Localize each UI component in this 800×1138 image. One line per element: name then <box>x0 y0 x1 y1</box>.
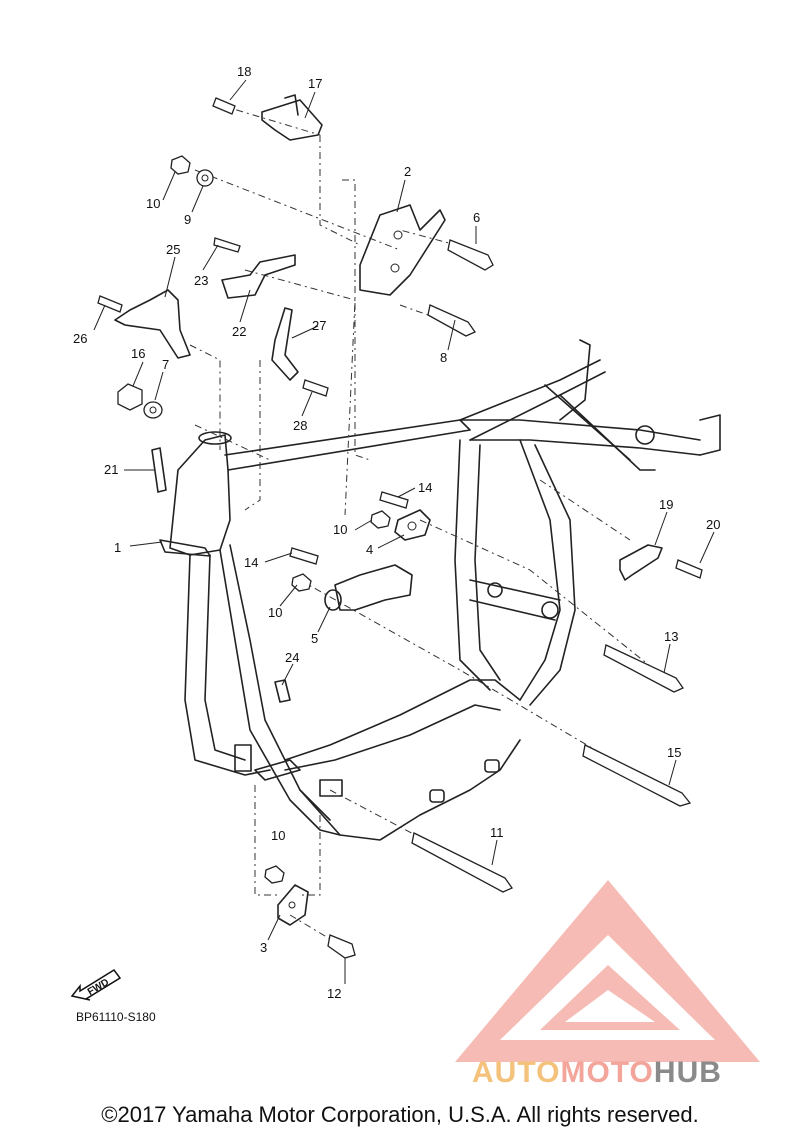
callout-14-a: 14 <box>418 480 432 495</box>
part-21-band <box>151 447 167 493</box>
part-28-bolt <box>302 379 329 397</box>
main-frame <box>159 339 721 841</box>
part-19-clip <box>619 544 663 581</box>
part-12-bolt <box>327 934 356 959</box>
part-10-nut-mid <box>370 510 391 529</box>
callout-3: 3 <box>260 940 267 955</box>
diagram-reference: BP61110-S180 <box>76 1010 156 1024</box>
part-17-bracket <box>261 94 323 141</box>
callout-23: 23 <box>194 273 208 288</box>
watermark-auto: AUTO <box>472 1056 561 1089</box>
callout-8: 8 <box>440 350 447 365</box>
forward-arrow-icon: FWD <box>70 969 122 1001</box>
callout-leaders <box>93 79 715 984</box>
callout-7: 7 <box>162 357 169 372</box>
callout-16: 16 <box>131 346 145 361</box>
callout-15: 15 <box>667 745 681 760</box>
watermark-moto: MOTO <box>560 1056 654 1089</box>
part-23-bolt <box>213 237 241 253</box>
callout-21: 21 <box>104 462 118 477</box>
part-27-stay <box>271 307 299 381</box>
watermark-hub: HUB <box>653 1056 722 1089</box>
callout-10-b: 10 <box>333 522 347 537</box>
part-24-band <box>274 679 291 703</box>
part-9-washer <box>196 169 214 187</box>
part-14-bolt-b <box>289 547 319 565</box>
copyright-notice: ©2017 Yamaha Motor Corporation, U.S.A. A… <box>101 1102 699 1127</box>
callout-19: 19 <box>659 497 673 512</box>
fwd-label: FWD <box>86 977 111 998</box>
callout-4: 4 <box>366 542 373 557</box>
part-15-bolt <box>582 744 692 807</box>
callout-2: 2 <box>404 164 411 179</box>
part-18-bolt <box>212 97 236 115</box>
callout-5: 5 <box>311 631 318 646</box>
callout-6: 6 <box>473 210 480 225</box>
callout-12: 12 <box>327 986 341 1001</box>
callout-9: 9 <box>184 212 191 227</box>
part-11-bolt <box>411 832 513 893</box>
callout-28: 28 <box>293 418 307 433</box>
callout-27: 27 <box>312 318 326 333</box>
leader-lines <box>189 104 681 946</box>
part-13-bolt <box>603 644 684 693</box>
part-4-plate <box>394 509 431 541</box>
part-22-bracket <box>221 254 296 299</box>
callout-10-c: 10 <box>268 605 282 620</box>
callout-24: 24 <box>285 650 299 665</box>
callout-25: 25 <box>166 242 180 257</box>
callout-18: 18 <box>237 64 251 79</box>
callout-22: 22 <box>232 324 246 339</box>
callout-26: 26 <box>73 331 87 346</box>
part-7-nut <box>143 401 163 419</box>
callout-11: 11 <box>490 825 504 840</box>
watermark-logo <box>455 880 760 1062</box>
watermark-text: AUTOMOTOHUB <box>472 1056 722 1090</box>
part-10-nut-top <box>170 155 191 175</box>
callout-13: 13 <box>664 629 678 644</box>
part-6-bolt <box>447 239 494 271</box>
part-20-bolt <box>675 559 703 579</box>
part-10-nut-bottom <box>264 865 285 884</box>
part-10-nut-low <box>291 573 312 592</box>
callout-20: 20 <box>706 517 720 532</box>
callout-10-a: 10 <box>146 196 160 211</box>
callout-1: 1 <box>114 540 121 555</box>
callout-14-b: 14 <box>244 555 258 570</box>
part-25-bracket <box>114 289 191 359</box>
part-14-bolt-a <box>379 491 409 509</box>
part-5-mount <box>324 564 413 611</box>
part-2-bracket <box>359 204 446 296</box>
part-26-bolt <box>97 295 123 313</box>
callout-17: 17 <box>308 76 322 91</box>
callout-10-d: 10 <box>271 828 285 843</box>
part-3-bracket <box>277 884 309 926</box>
part-8-bolt <box>427 304 476 337</box>
callout-labels: 1 2 3 4 5 6 7 8 9 10 10 10 10 11 12 13 1… <box>73 64 720 1001</box>
part-16-nut <box>117 383 143 411</box>
